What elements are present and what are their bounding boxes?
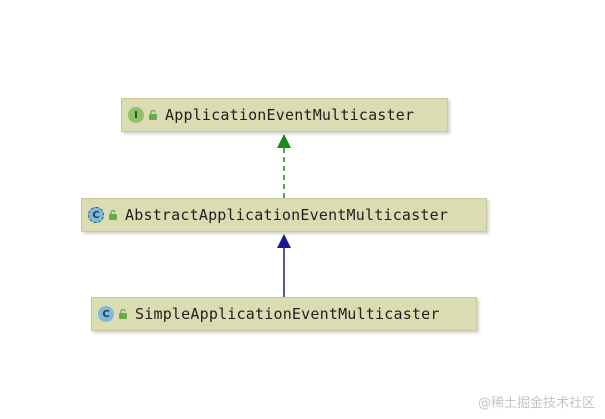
public-lock-icon [119,308,127,319]
abstract-class-icon: C [88,207,104,223]
extends-arrowhead [277,234,291,248]
class-icon: C [98,306,114,322]
interface-icon: I [128,107,144,123]
node-label: SimpleApplicationEventMulticaster [135,305,440,323]
node-application-event-multicaster[interactable]: I ApplicationEventMulticaster [121,98,448,132]
public-lock-icon [109,209,117,220]
node-abstract-application-event-multicaster[interactable]: C AbstractApplicationEventMulticaster [81,198,487,232]
node-label: AbstractApplicationEventMulticaster [125,206,449,224]
node-simple-application-event-multicaster[interactable]: C SimpleApplicationEventMulticaster [91,297,477,331]
node-label: ApplicationEventMulticaster [165,106,415,124]
public-lock-icon [149,109,157,120]
implements-arrowhead [277,134,291,148]
watermark: @稀土掘金技术社区 [477,396,595,411]
